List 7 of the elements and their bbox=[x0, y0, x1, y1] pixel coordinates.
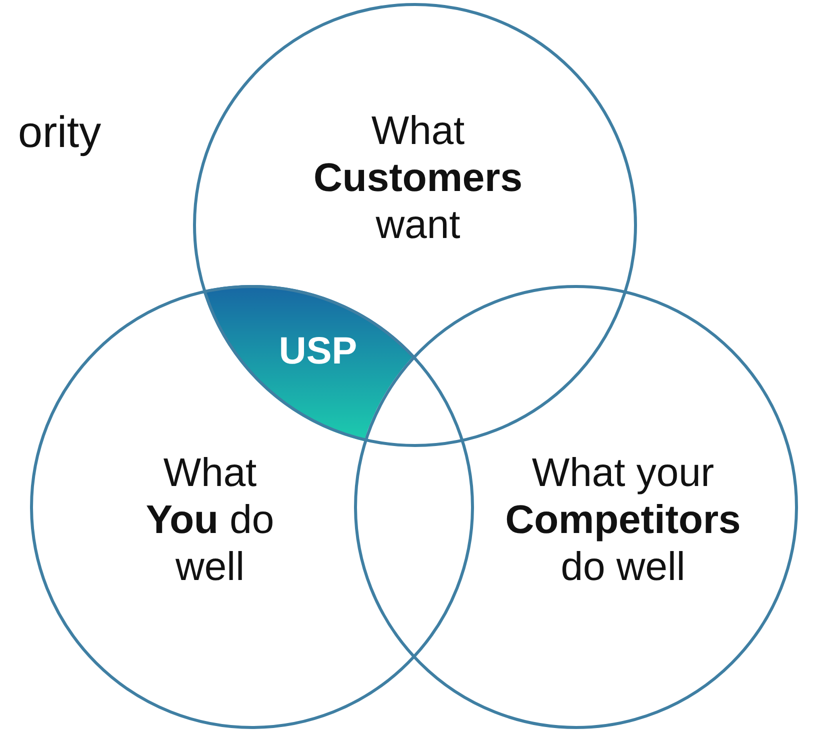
circle-label: What You do well bbox=[144, 450, 276, 592]
venn-circle bbox=[354, 285, 798, 729]
heading-fragment: ority bbox=[18, 108, 102, 158]
venn-circle bbox=[30, 285, 474, 729]
circle-label: What Customers want bbox=[312, 108, 524, 250]
region-label: USP bbox=[278, 330, 358, 374]
circle-label: What your Competitors do well bbox=[504, 450, 742, 592]
